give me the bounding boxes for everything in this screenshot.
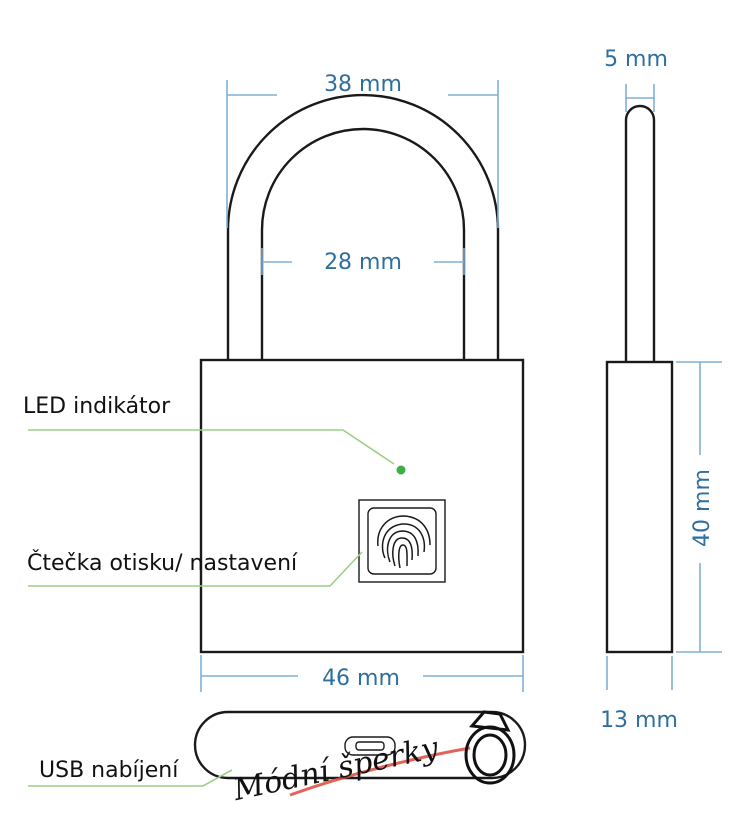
dim-label-shackle-thickness: 5 mm — [604, 47, 668, 72]
shackle-inner-outline — [260, 127, 466, 360]
dim-46mm: 46 mm — [200, 655, 524, 692]
bottom-body — [193, 710, 527, 780]
dim-label-shackle-inner: 28 mm — [324, 250, 402, 275]
watermark-text: Módní šperky — [229, 730, 442, 808]
fingerprint-icon — [377, 515, 431, 569]
dim-label-shackle-outer: 38 mm — [324, 72, 402, 97]
watermark-stroke — [289, 746, 471, 797]
lock-body — [199, 358, 525, 654]
shackle-outline — [226, 93, 500, 360]
side-view: 5 mm 40 mm 13 mm — [600, 47, 722, 733]
dim-label-body-height: 40 mm — [690, 469, 715, 547]
callout-usb: USB nabíjení — [28, 758, 233, 787]
dim-38mm: 38 mm — [226, 72, 499, 228]
bottom-view: USB nabíjení — [28, 710, 527, 787]
dim-label-body-width: 46 mm — [322, 666, 400, 691]
watermark: Módní šperky — [229, 710, 516, 808]
dim-40mm: 40 mm — [676, 361, 722, 653]
dim-label-body-depth: 13 mm — [600, 708, 678, 733]
callout-led-label: LED indikátor — [23, 394, 171, 419]
led-indicator-dot — [396, 465, 406, 475]
dim-5mm: 5 mm — [604, 47, 668, 112]
callout-fingerprint-label: Čtečka otisku/ nastavení — [27, 550, 298, 576]
side-body — [605, 360, 674, 654]
dim-13mm: 13 mm — [600, 656, 678, 733]
side-shackle — [624, 104, 656, 362]
fingerprint-sensor-outer — [358, 499, 446, 583]
callout-usb-label: USB nabíjení — [39, 758, 179, 783]
ring-icon — [464, 710, 516, 785]
front-view: 38 mm 28 mm 46 mm LED indikátor Čtečka o… — [23, 72, 525, 692]
usb-port-inner — [355, 741, 385, 751]
callout-led: LED indikátor — [23, 394, 395, 465]
callout-fingerprint: Čtečka otisku/ nastavení — [27, 550, 363, 587]
usb-port-outer — [344, 736, 396, 756]
fingerprint-sensor-inner — [367, 507, 437, 575]
dim-28mm: 28 mm — [261, 248, 465, 275]
